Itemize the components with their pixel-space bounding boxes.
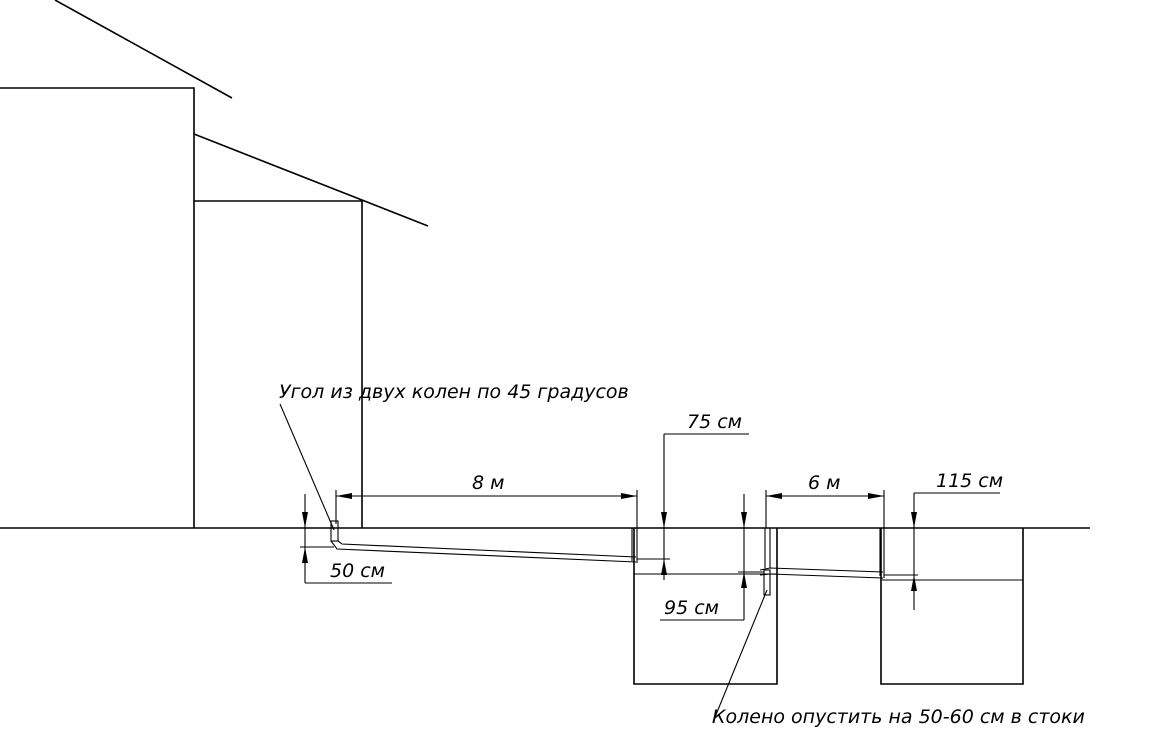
dimension-95cm: 95 см bbox=[660, 494, 764, 621]
septic-tank-2 bbox=[880, 528, 1024, 685]
dim-75cm-label: 75 см bbox=[687, 411, 742, 433]
pipe-house-to-tank1 bbox=[330, 520, 638, 563]
callout-corner: Угол из двух колен по 45 градусов bbox=[279, 381, 629, 531]
dimension-6m: 6 м bbox=[765, 472, 885, 528]
house-wall bbox=[0, 87, 195, 528]
knee-note: Колено опустить на 50-60 см в стоки bbox=[712, 706, 1085, 728]
callout-knee: Колено опустить на 50-60 см в стоки bbox=[712, 589, 1085, 728]
dim-50cm-label: 50 см bbox=[330, 560, 385, 582]
septic-tank-1 bbox=[633, 528, 778, 685]
house bbox=[0, 0, 429, 528]
pipe-tank1-to-tank2 bbox=[759, 528, 885, 596]
dim-95cm-label: 95 см bbox=[664, 597, 719, 619]
dim-6m-label: 6 м bbox=[808, 472, 840, 494]
annex-roof-slope bbox=[193, 133, 429, 227]
pipe-riser bbox=[330, 520, 339, 542]
dimension-8m: 8 м bbox=[335, 472, 638, 528]
corner-note: Угол из двух колен по 45 градусов bbox=[279, 381, 629, 403]
dimension-75cm: 75 см bbox=[637, 411, 749, 580]
dim-115cm-label: 115 см bbox=[936, 470, 1003, 492]
dimension-50cm: 50 см bbox=[300, 494, 392, 584]
dim-8m-label: 8 м bbox=[472, 472, 504, 494]
pipe-knee bbox=[763, 569, 771, 596]
dimension-115cm: 115 см bbox=[884, 470, 1003, 610]
main-roof-slope bbox=[54, 0, 233, 99]
